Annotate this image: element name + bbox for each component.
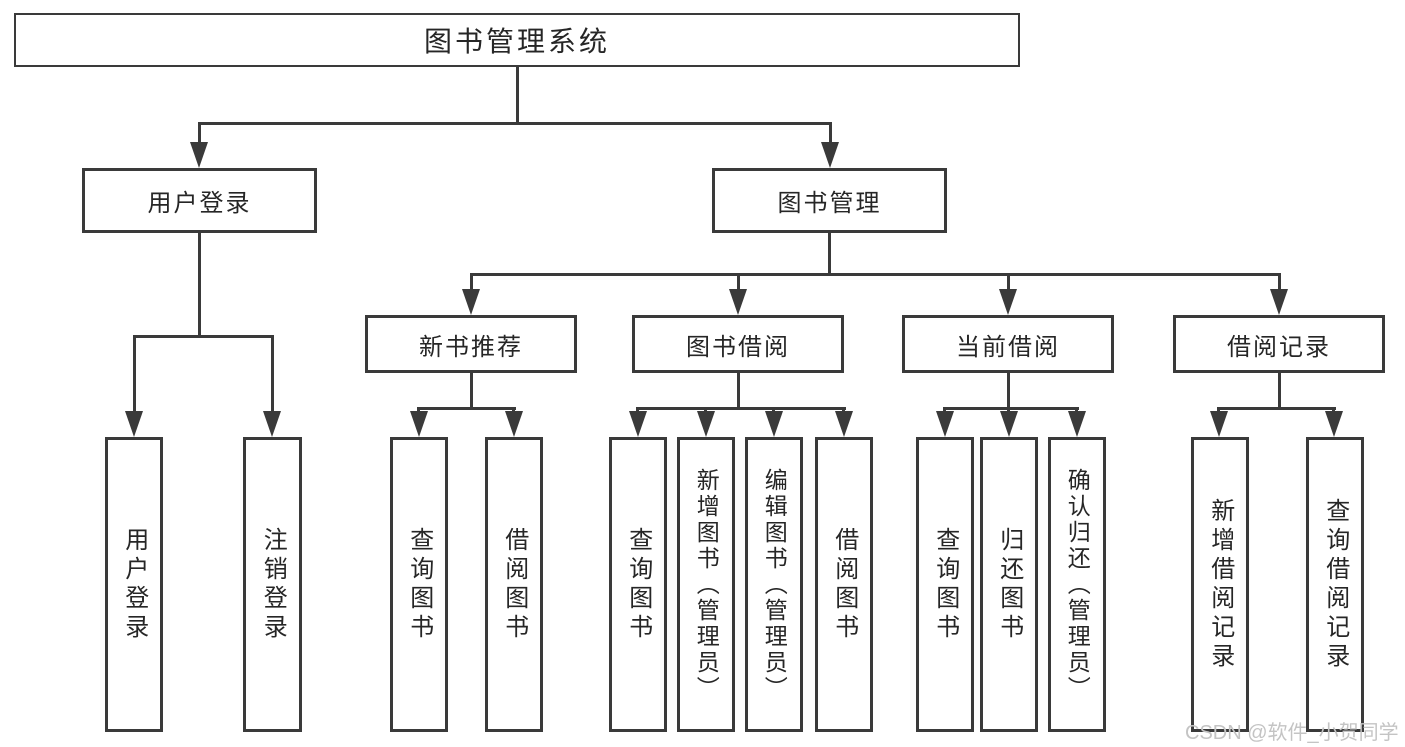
- leaf-query-books-current: 查询图书: [916, 437, 974, 732]
- arrow-down: [1000, 411, 1018, 437]
- node-label: 图书借阅: [686, 333, 790, 361]
- node-label: 图书管理系统: [423, 26, 610, 57]
- arrow-down: [629, 411, 647, 437]
- arrow-down: [190, 142, 208, 168]
- leaf-query-books-borrowing: 查询图书: [609, 437, 667, 732]
- node-new-book-recommendation: 新书推荐: [365, 315, 577, 373]
- connector-line: [943, 407, 1079, 410]
- connector-line: [470, 273, 473, 291]
- connector-line: [1278, 273, 1281, 291]
- leaf-label: 归还图书: [995, 526, 1023, 643]
- leaf-query-borrow-record: 查询借阅记录: [1306, 437, 1364, 732]
- connector-line: [417, 407, 420, 414]
- leaf-label: 查询图书: [624, 526, 652, 643]
- node-current-borrowing: 当前借阅: [902, 315, 1114, 373]
- connector-line: [1075, 407, 1078, 414]
- connector-line: [842, 407, 845, 414]
- arrow-down: [410, 411, 428, 437]
- leaf-label: 查询借阅记录: [1321, 497, 1349, 672]
- node-borrowing-records: 借阅记录: [1173, 315, 1385, 373]
- connector-line: [737, 273, 740, 291]
- leaf-query-books-recommend: 查询图书: [390, 437, 448, 732]
- connector-line: [772, 407, 775, 414]
- arrow-down: [729, 289, 747, 315]
- connector-line: [943, 407, 946, 414]
- connector-line: [1278, 373, 1281, 410]
- arrow-down: [1325, 411, 1343, 437]
- leaf-label: 借阅图书: [500, 526, 528, 643]
- connector-line: [1217, 407, 1220, 414]
- leaf-confirm-return-admin: 确认归还（管理员）: [1048, 437, 1106, 732]
- connector-line: [418, 407, 516, 410]
- leaf-label: 用户登录: [120, 526, 148, 643]
- leaf-edit-books-admin: 编辑图书（管理员）: [745, 437, 803, 732]
- arrow-down: [765, 411, 783, 437]
- leaf-label: 注销登录: [259, 526, 287, 643]
- arrow-down: [821, 142, 839, 168]
- node-label: 新书推荐: [419, 333, 523, 361]
- leaf-label: 新增图书（管理员）: [693, 467, 720, 702]
- connector-line: [198, 233, 201, 337]
- leaf-borrow-books-borrowing: 借阅图书: [815, 437, 873, 732]
- arrow-down: [125, 411, 143, 437]
- node-label: 用户登录: [147, 190, 252, 217]
- leaf-add-books-admin: 新增图书（管理员）: [677, 437, 735, 732]
- connector-line: [470, 373, 473, 410]
- connector-line: [271, 335, 274, 413]
- node-library-management-system: 图书管理系统: [14, 13, 1020, 67]
- arrow-down: [835, 411, 853, 437]
- leaf-label: 新增借阅记录: [1206, 497, 1234, 672]
- connector-line: [512, 407, 515, 414]
- connector-line: [704, 407, 707, 414]
- connector-line: [1007, 407, 1010, 414]
- connector-line: [1007, 373, 1010, 410]
- node-label: 借阅记录: [1227, 333, 1331, 361]
- connector-line: [133, 335, 136, 413]
- connector-line: [1332, 407, 1335, 414]
- leaf-add-borrow-record: 新增借阅记录: [1191, 437, 1249, 732]
- node-user-login: 用户登录: [82, 168, 317, 233]
- leaf-label: 编辑图书（管理员）: [761, 467, 788, 702]
- connector-line: [1007, 273, 1010, 291]
- connector-line: [636, 407, 639, 414]
- connector-line: [133, 335, 274, 338]
- connector-line: [198, 122, 831, 125]
- arrow-down: [1270, 289, 1288, 315]
- connector-line: [737, 373, 740, 410]
- leaf-borrow-books-recommend: 借阅图书: [485, 437, 543, 732]
- arrow-down: [1210, 411, 1228, 437]
- connector-line: [470, 273, 1280, 276]
- connector-line: [636, 407, 846, 410]
- leaf-user-login: 用户登录: [105, 437, 163, 732]
- node-book-management: 图书管理: [712, 168, 947, 233]
- connector-line: [198, 122, 201, 144]
- leaf-label: 查询图书: [405, 526, 433, 643]
- csdn-watermark: CSDN @软件_小贺同学: [1185, 722, 1399, 744]
- leaf-label: 确认归还（管理员）: [1064, 467, 1091, 702]
- arrow-down: [263, 411, 281, 437]
- connector-line: [516, 67, 519, 125]
- node-book-borrowing: 图书借阅: [632, 315, 844, 373]
- arrow-down: [462, 289, 480, 315]
- arrow-down: [505, 411, 523, 437]
- leaf-return-books: 归还图书: [980, 437, 1038, 732]
- node-label: 图书管理: [777, 190, 882, 217]
- leaf-logout: 注销登录: [243, 437, 302, 732]
- arrow-down: [936, 411, 954, 437]
- node-label: 当前借阅: [956, 333, 1060, 361]
- connector-line: [829, 122, 832, 144]
- arrow-down: [999, 289, 1017, 315]
- leaf-label: 借阅图书: [830, 526, 858, 643]
- arrow-down: [697, 411, 715, 437]
- connector-line: [828, 233, 831, 275]
- leaf-label: 查询图书: [931, 526, 959, 643]
- arrow-down: [1068, 411, 1086, 437]
- connector-line: [1218, 407, 1336, 410]
